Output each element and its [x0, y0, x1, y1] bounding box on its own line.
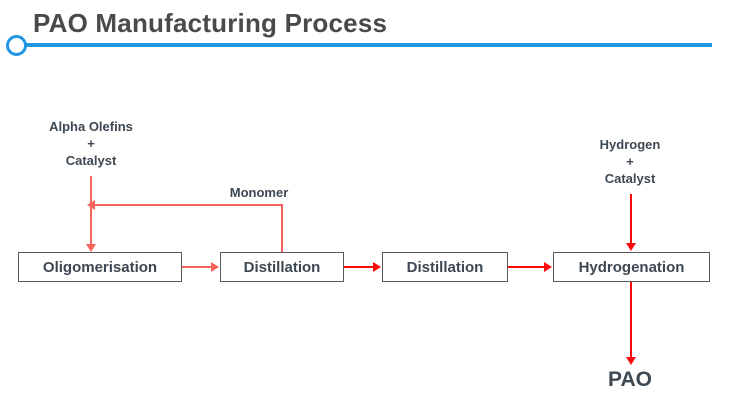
connector-distillation2-to-hydrogenation-arrowhead — [544, 262, 552, 272]
connector-hydrogen-to-hydrogenation-arrowhead — [626, 243, 636, 251]
page-title: PAO Manufacturing Process — [33, 8, 388, 38]
connector-monomer-recycle-arrowhead — [87, 200, 95, 210]
title-divider — [24, 43, 712, 47]
stream-label-monomer: Monomer — [229, 185, 289, 200]
process-box-distillation-2[interactable]: Distillation — [382, 252, 508, 282]
connector-oligomerisation-to-distillation1-arrowhead — [211, 262, 219, 272]
process-box-oligomerisation[interactable]: Oligomerisation — [18, 252, 182, 282]
product-label-pao: PAO — [608, 368, 652, 391]
process-box-hydrogenation[interactable]: Hydrogenation — [553, 252, 710, 282]
connector-oligomerisation-to-distillation1-line — [182, 266, 214, 268]
connector-hydrogenation-to-pao-line — [630, 282, 632, 362]
connector-hydrogen-to-hydrogenation-line — [630, 194, 632, 246]
connector-feed-to-oligomerisation-arrowhead — [86, 244, 96, 252]
connector-distillation2-to-hydrogenation-line — [508, 266, 546, 268]
connector-monomer-riser-line — [281, 205, 283, 253]
connector-distillation1-to-distillation2-arrowhead — [373, 262, 381, 272]
connector-distillation1-to-distillation2-line — [344, 266, 376, 268]
process-box-distillation-1[interactable]: Distillation — [220, 252, 344, 282]
connector-monomer-recycle-line — [95, 204, 283, 206]
connector-feed-to-oligomerisation-line — [90, 176, 92, 250]
circle-outline-icon — [6, 35, 27, 56]
connector-hydrogenation-to-pao-arrowhead — [626, 357, 636, 365]
feed-label-hydrogen-catalyst: Hydrogen + Catalyst — [599, 137, 661, 186]
feed-label-alpha-olefins-catalyst: Alpha Olefins + Catalyst — [49, 119, 133, 168]
